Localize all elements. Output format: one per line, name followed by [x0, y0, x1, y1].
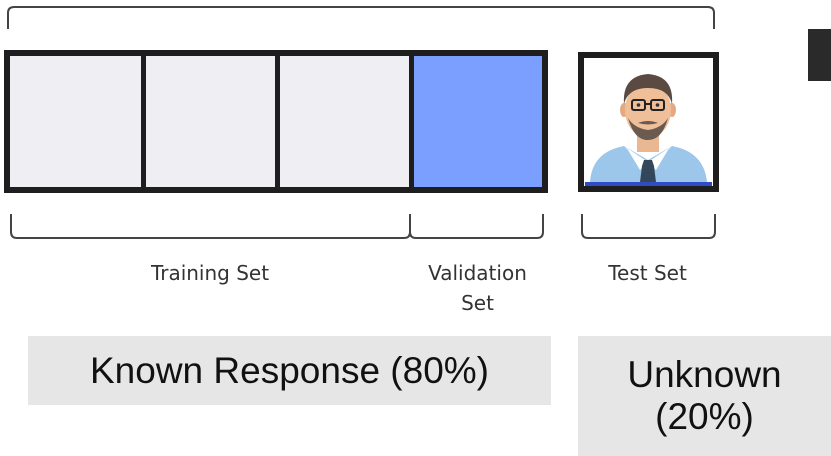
validation-bracket	[409, 214, 544, 239]
corner-dark-block	[808, 29, 831, 81]
person-with-glasses-icon	[590, 74, 707, 182]
validation-fold	[413, 56, 542, 187]
training-fold-1	[10, 56, 142, 187]
test-set-box	[585, 59, 712, 186]
test-set-frame	[578, 52, 719, 192]
test-bracket	[581, 214, 716, 239]
training-fold-3	[279, 56, 410, 187]
known-response-caption: Known Response (80%)	[28, 336, 551, 405]
validation-set-label: Validation Set	[428, 261, 527, 315]
training-fold-2	[145, 56, 276, 187]
training-bracket	[10, 214, 411, 239]
training-set-label: Training Set	[150, 261, 270, 285]
top-bracket	[7, 6, 715, 29]
unknown-caption: Unknown (20%)	[578, 336, 831, 456]
test-set-label: Test Set	[608, 261, 687, 285]
test-box-bottom-strip	[585, 182, 712, 186]
